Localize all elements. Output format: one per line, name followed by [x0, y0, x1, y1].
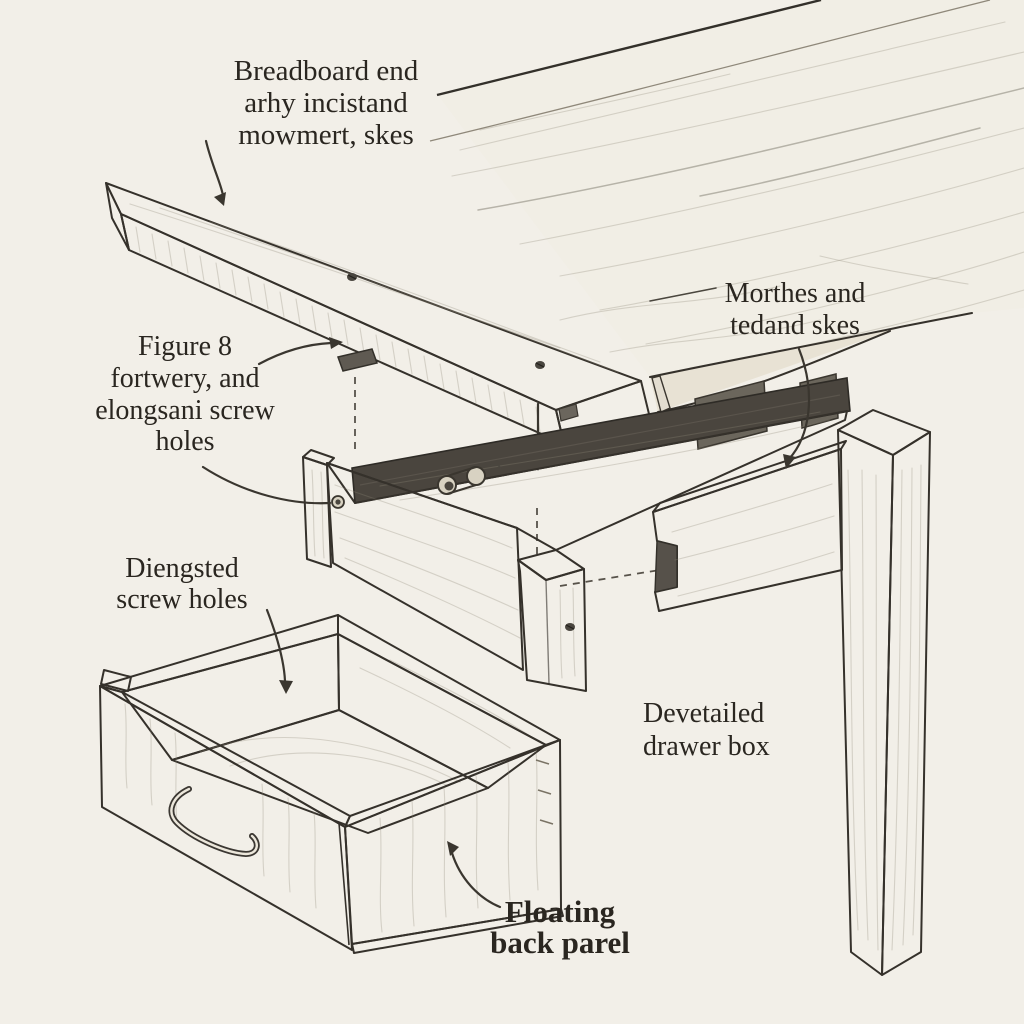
tabletop	[429, 0, 1024, 450]
tabletop-end-grain	[651, 375, 671, 413]
label-line: Floating	[505, 894, 616, 929]
elongated-screw-slot	[437, 463, 502, 495]
label-line: Figure 8	[138, 331, 232, 362]
label-floating-back-panel: Floating back parel	[490, 894, 630, 960]
breadboard-groove-notch	[558, 403, 579, 422]
apron-end-cap-top	[517, 549, 585, 581]
tabletop-edge-band	[650, 326, 905, 412]
diengsted-leader-arrow	[265, 608, 287, 683]
leg-left-face	[837, 429, 894, 976]
drawer-front-panel	[99, 685, 353, 951]
drawer-grain	[124, 703, 539, 933]
drawer-corner-edge	[338, 822, 350, 946]
label-line: screw holes	[116, 584, 247, 615]
label-mortise-tenon: Morthes and tedand skes	[725, 278, 866, 341]
drawer-side-bottom-edge	[351, 908, 564, 954]
drawer-rim-back-left	[99, 614, 339, 693]
label-line: mowmert, skes	[238, 119, 414, 151]
label-line: fortwery, and	[110, 363, 259, 394]
apron-back-rail-shadow	[351, 377, 851, 504]
label-line: arhy incistand	[244, 87, 408, 119]
table-leg	[837, 409, 931, 976]
label-line: Breadboard end	[234, 55, 419, 87]
figure8-screw-leader	[201, 465, 332, 505]
leg-top-face	[837, 409, 931, 456]
labels: Breadboard end arhy incistand mowmert, s…	[95, 55, 865, 960]
mortise-tenon-rail	[652, 440, 847, 612]
breadboard-screws	[347, 273, 545, 369]
label-line: back parel	[490, 925, 630, 960]
label-line: Morthes and	[725, 278, 866, 309]
mortise-leader-arrow	[787, 347, 811, 461]
drawer-inner-left-wall	[121, 633, 340, 761]
label-breadboard-end: Breadboard end arhy incistand mowmert, s…	[234, 55, 419, 151]
apron-end-cap	[517, 559, 587, 692]
figure8-leader-arrow	[257, 341, 333, 366]
breadboard-leader-arrow	[204, 139, 225, 198]
figure-8-fastener	[337, 348, 378, 450]
label-line: Devetailed	[643, 698, 764, 729]
label-line: drawer box	[643, 731, 770, 762]
dovetailed-drawer-box	[99, 614, 564, 954]
apron-web-frame	[302, 377, 851, 692]
label-slotted-screw-holes: Diengsted screw holes	[116, 553, 247, 615]
label-dovetailed-drawer: Devetailed drawer box	[643, 698, 770, 762]
drawer-bottom-panel	[171, 709, 489, 834]
tabletop-grain	[451, 21, 1024, 369]
dovetail-pins	[535, 759, 554, 825]
mortise-dash-leader	[649, 287, 717, 302]
apron-stile	[302, 456, 332, 568]
label-line: holes	[155, 426, 214, 457]
rail-open-mortise-slot	[654, 540, 678, 593]
drawer-handle	[168, 786, 260, 858]
leg-right-face	[881, 431, 931, 976]
floating-leader-arrow	[450, 851, 502, 909]
leaders	[201, 139, 811, 909]
leg-grain	[847, 464, 922, 951]
alignment-dash	[559, 568, 667, 587]
drawer-interior-grain	[199, 659, 531, 787]
tabletop-back-edge	[436, 0, 822, 97]
apron-front-board	[326, 462, 524, 671]
label-line: Diengsted	[125, 553, 239, 584]
label-line: elongsani screw	[95, 395, 275, 426]
label-line: tedand skes	[730, 310, 860, 341]
tabletop-plank-seam	[429, 0, 991, 142]
drawer-front-step	[100, 669, 132, 692]
label-figure-8: Figure 8 fortwery, and elongsani screw h…	[95, 331, 275, 457]
